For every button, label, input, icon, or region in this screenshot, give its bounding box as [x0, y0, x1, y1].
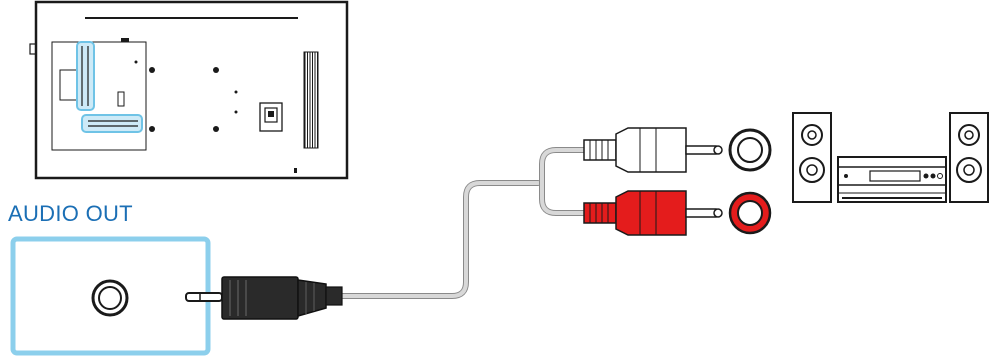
rca-plug-white: [583, 127, 723, 173]
stereo-mini-jack: [185, 276, 343, 320]
display-rear-panel: [29, 0, 349, 180]
rca-jack-white: [728, 128, 772, 172]
rca-plug-red: [583, 190, 723, 236]
stereo-system-icon: [792, 112, 989, 203]
port-highlight-vertical: [76, 41, 95, 111]
port-highlight-horizontal: [81, 114, 143, 133]
rca-jack-red: [728, 191, 772, 235]
audio-out-port-box: [10, 236, 211, 356]
audio-cable: [337, 147, 587, 299]
audio-out-label: AUDIO OUT: [8, 201, 133, 226]
